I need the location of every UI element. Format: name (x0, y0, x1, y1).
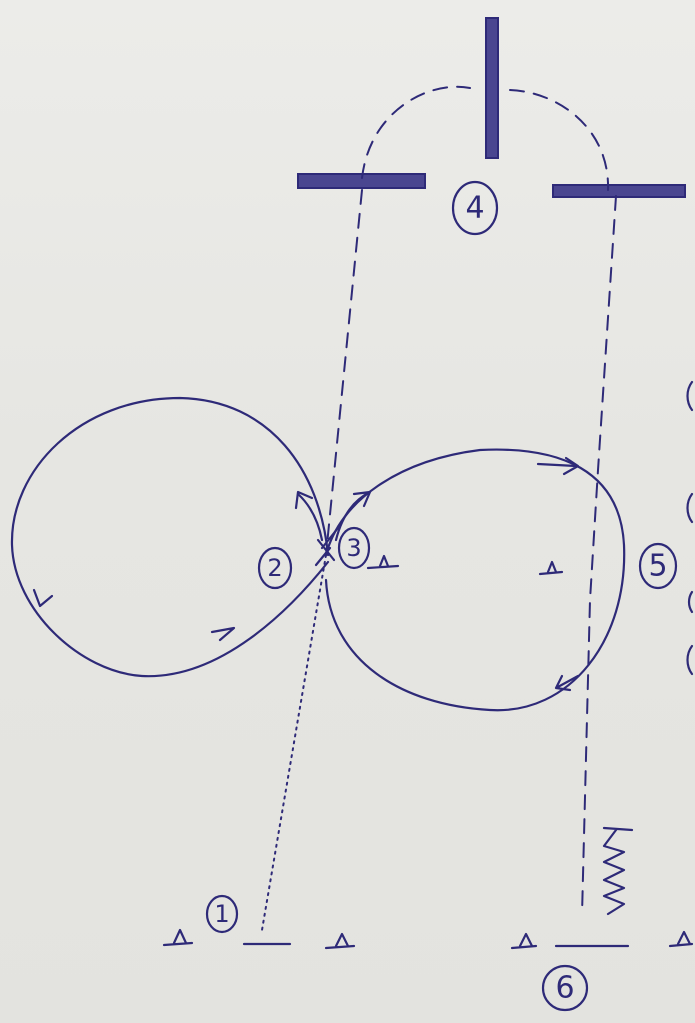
edge-mark-2 (686, 492, 694, 524)
arrow-left-loop-bottom (210, 626, 236, 642)
edge-mark-1 (686, 380, 694, 412)
crossing-marks (314, 526, 340, 567)
wall-left-horizontal (297, 173, 426, 189)
label-2: 2 (257, 546, 293, 590)
dashed-arc-top (361, 85, 610, 191)
label-6-text: 6 (555, 971, 574, 1006)
dashed-line-right-down (581, 195, 617, 916)
label-5: 5 (638, 542, 678, 590)
wall-right-horizontal (552, 184, 686, 198)
marker-bottom-left (162, 928, 194, 947)
label-4: 4 (451, 180, 499, 236)
marker-bottom-right-b (668, 930, 694, 948)
left-loop-path (10, 396, 330, 678)
wall-top-vertical (485, 17, 499, 159)
edge-mark-4 (686, 644, 694, 676)
label-6: 6 (541, 964, 589, 1012)
edge-mark-3 (687, 590, 694, 614)
arrow-right-loop-bottom (554, 674, 580, 692)
label-4-text: 4 (465, 191, 484, 226)
label-2-text: 2 (267, 554, 282, 582)
arrow-left-loop-side (32, 588, 54, 608)
marker-bottom-mid (324, 932, 356, 950)
arrow-right-loop-top (536, 456, 580, 476)
arrow-left-loop-curl (294, 490, 324, 542)
label-3: 3 (337, 526, 371, 570)
arrow-right-loop-curl (334, 490, 372, 542)
label-5-text: 5 (648, 549, 667, 584)
dotted-line-to-start (261, 554, 327, 931)
label-1-text: 1 (214, 900, 229, 928)
marker-bottom-right-a (510, 932, 538, 950)
right-loop-path (324, 448, 626, 712)
dashed-line-left-down (325, 189, 363, 556)
label-1: 1 (205, 894, 239, 934)
label-3-text: 3 (346, 534, 361, 562)
spring-zigzag (602, 826, 634, 916)
marker-near-5 (538, 560, 564, 576)
marker-near-3 (366, 554, 400, 570)
